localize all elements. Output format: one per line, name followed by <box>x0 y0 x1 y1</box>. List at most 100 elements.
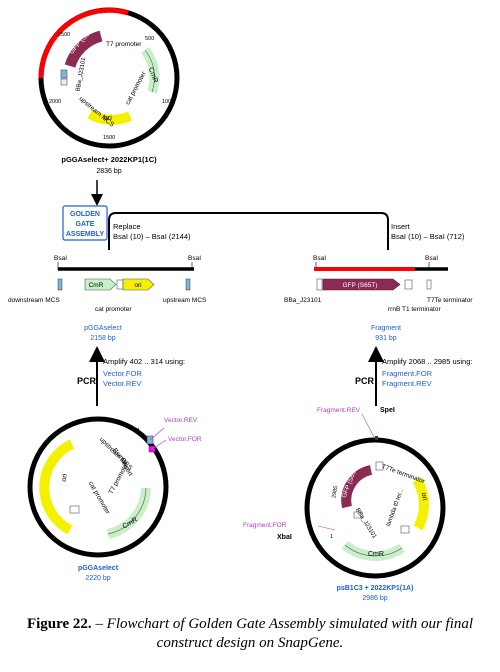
bottom-left-primer-rev: Vector.REV <box>164 417 198 424</box>
caption-label: Figure 22. <box>26 616 92 632</box>
bottom-left-tick-1: 1 <box>137 428 140 434</box>
bottom-left-tick-2: 2 <box>156 451 159 457</box>
bottom-right-bba-label: BBa_J23101 <box>354 507 378 540</box>
right-bba-feature <box>316 278 323 291</box>
flowchart-figure: GFP (S65T) CmR ori T7 promoter BBa_J2310… <box>8 7 473 602</box>
top-bba-label: BBa_J23101 <box>75 56 87 92</box>
pcr-right-primer1: Fragment.FOR <box>382 369 433 378</box>
top-ori-label: ori <box>104 115 112 122</box>
top-cmr-outline <box>144 49 155 93</box>
bottom-left-t7-label: T7 promoter <box>108 460 131 495</box>
right-linear-name: Fragment <box>371 325 401 332</box>
left-ori-label: ori <box>134 282 141 289</box>
figure-caption: Figure 22. – Flowchart of Golden Gate As… <box>14 615 486 653</box>
bottom-right-lambda-feature <box>400 525 410 534</box>
right-t7te-feature <box>426 279 432 290</box>
top-tick-1500: 1500 <box>103 135 115 141</box>
right-linear-map: BsaI BsaI GFP (S65T) BBa_J23101 rrnB T1 … <box>284 255 473 342</box>
left-cat-label: cat promoter <box>95 306 132 313</box>
top-tick-500: 500 <box>145 36 154 42</box>
top-plasmid-map: GFP (S65T) CmR ori T7 promoter BBa_J2310… <box>38 7 180 175</box>
left-ori-feature <box>122 278 155 291</box>
bottom-left-backbone <box>27 416 169 558</box>
top-upstream-feature <box>60 78 68 86</box>
left-cmr-feature <box>84 278 117 291</box>
bottom-right-bba-feature <box>353 511 363 519</box>
golden-gate-assembly-box: GOLDEN GATE ASSEMBLY <box>62 205 108 241</box>
right-bsai-left: BsaI <box>313 255 326 262</box>
bottom-right-gfp-feature <box>341 465 373 509</box>
top-bba-feature <box>60 69 68 79</box>
top-tick-2000: 2000 <box>49 99 61 105</box>
pcr-right-label: PCR <box>355 376 375 386</box>
pcr-left-amplify: Amplify 402 .. 314 using: <box>103 357 185 366</box>
top-t7-label: T7 promoter <box>106 41 142 48</box>
bottom-left-cmr-outline <box>107 487 147 535</box>
left-linear-map: BsaI BsaI CmR ori downstream MCS cat pro… <box>8 255 207 342</box>
bottom-right-t7te-label: T7Te terminator <box>381 463 427 485</box>
insert-title: Insert <box>391 222 411 231</box>
gga-line3: ASSEMBLY <box>66 231 105 238</box>
top-plasmid-insert-region <box>38 7 129 79</box>
top-gfp-feature <box>64 30 103 68</box>
bottom-right-primer-for: Fragment.FOR <box>243 522 287 529</box>
pcr-right: PCR Amplify 2068 .. 2985 using: Fragment… <box>355 346 472 406</box>
gga-line2: GATE <box>76 221 95 228</box>
bottom-left-map-name: pGGAselect <box>78 565 119 572</box>
bottom-left-ori-feature <box>39 439 75 535</box>
assembly-bracket <box>108 212 389 250</box>
bottom-right-xbai: XbaI <box>277 534 292 541</box>
caption-text: Flowchart of Golden Gate Assembly simula… <box>106 616 474 651</box>
pcr-left-label: PCR <box>77 376 97 386</box>
bottom-left-cat-feature <box>69 505 80 514</box>
left-linear-size: 2158 bp <box>90 335 115 342</box>
top-cat-label: cat promoter <box>124 70 148 106</box>
bottom-right-spei-site <box>375 436 378 440</box>
top-ori-feature <box>87 109 133 125</box>
left-downstream-feature <box>57 278 63 291</box>
bottom-right-primer-rev: Fragment.REV <box>317 407 361 414</box>
bottom-left-primer-for: Vector.FOR <box>168 436 202 443</box>
left-cmr-label: CmR <box>89 282 104 289</box>
pcr-left: PCR Amplify 402 .. 314 using: Vector.FOR… <box>77 346 185 406</box>
pcr-right-primer2: Fragment.REV <box>382 379 432 388</box>
replace-detail: BsaI (10) – BsaI (2144) <box>113 232 191 241</box>
bottom-right-map-name: psB1C3 + 2022KP1(1A) <box>337 585 414 592</box>
right-linear-size: 931 bp <box>375 335 397 342</box>
left-upstream-feature <box>185 278 191 291</box>
right-bsai-right: BsaI <box>425 255 438 262</box>
right-rrnb-label: rrnB T1 terminator <box>388 306 441 313</box>
right-t7te-label: T7Te terminator <box>427 297 473 304</box>
bottom-right-spei: SpeI <box>380 407 395 414</box>
pcr-left-primer2: Vector.REV <box>103 379 141 388</box>
pcr-right-amplify: Amplify 2068 .. 2985 using: <box>382 357 472 366</box>
top-tick-1000: 1000 <box>162 99 174 105</box>
left-cat-feature <box>116 279 124 290</box>
left-bsai-left: BsaI <box>54 255 67 262</box>
caption-dash: – <box>91 616 107 632</box>
bottom-left-ori-label: ori <box>61 473 69 482</box>
top-tick-2500: 2500 <box>58 32 70 38</box>
right-gfp-feature <box>322 278 401 291</box>
bottom-right-t7te-feature <box>375 461 384 471</box>
top-map-name: pGGAselect+ 2022KP1(1C) <box>61 155 157 164</box>
insert-detail: BsaI (10) – BsaI (712) <box>391 232 465 241</box>
right-gfp-label: GFP (S65T) <box>343 282 378 289</box>
bottom-right-ori-label: ori <box>420 492 428 501</box>
top-map-size: 2836 bp <box>96 168 121 175</box>
left-downstream-label: downstream MCS <box>8 297 60 304</box>
gga-box-border <box>62 205 108 241</box>
bottom-right-map-size: 2986 bp <box>362 595 387 602</box>
bottom-left-map-size: 2220 bp <box>85 575 110 582</box>
replace-title: Replace <box>113 222 141 231</box>
bottom-right-ori-feature <box>412 477 429 531</box>
bottom-right-lambda-label: lambda t0 ter... <box>386 488 405 528</box>
right-rrnb-feature <box>404 279 413 290</box>
bottom-right-tick-1: 1 <box>330 534 333 540</box>
bottom-left-plasmid-map: ori CmR upstream MCS BsmBI insert cat pr… <box>27 416 202 582</box>
bottom-right-cmr-label: CmR <box>368 551 384 558</box>
right-bba-label: BBa_J23101 <box>284 297 322 304</box>
left-upstream-label: upstream MCS <box>163 297 207 304</box>
top-upstream-label: upstream MCS <box>78 95 116 129</box>
bottom-left-cat-label: cat promoter <box>87 480 112 516</box>
